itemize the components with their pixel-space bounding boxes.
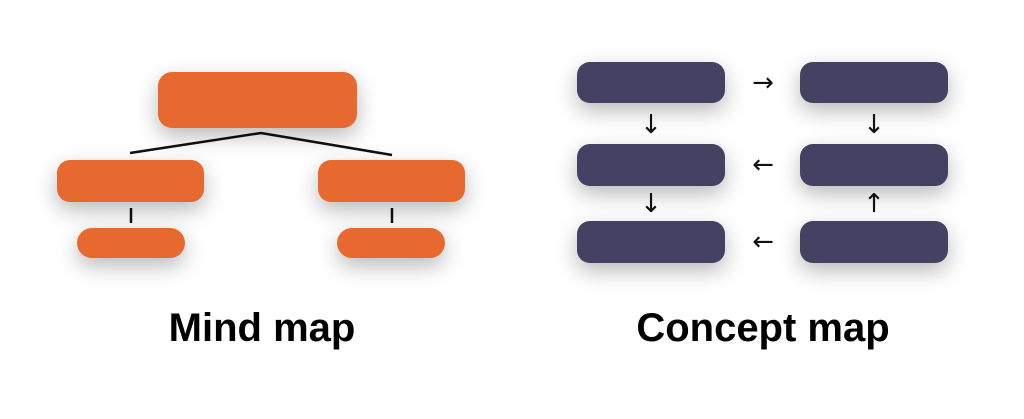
mind-map-title: Mind map: [168, 306, 356, 350]
concept-node-r2-left: [577, 144, 725, 186]
mind-map-branch-right-node: [318, 160, 465, 202]
arrow-down-icon: ↓: [863, 110, 885, 140]
arrow-left-icon: ←: [752, 150, 774, 180]
mind-map-root-node: [158, 72, 357, 128]
root-to-branches-connector: [129, 131, 393, 157]
concept-node-r3-left: [577, 221, 725, 263]
concept-node-r1-left: [577, 62, 725, 103]
arrow-down-icon: ↓: [640, 110, 662, 140]
mind-map-branch-left-node: [57, 160, 204, 202]
concept-node-r1-right: [800, 62, 948, 103]
mind-map-leaf-right-node: [337, 228, 445, 258]
arrow-up-icon: ↑: [863, 189, 885, 219]
arrow-left-icon: ←: [752, 227, 774, 257]
arrow-right-icon: →: [752, 68, 774, 98]
concept-node-r2-right: [800, 144, 948, 186]
concept-node-r3-right: [800, 221, 948, 263]
concept-map-title: Concept map: [636, 306, 890, 350]
mind-map-leaf-left-node: [77, 228, 185, 258]
arrow-down-icon: ↓: [640, 189, 662, 219]
